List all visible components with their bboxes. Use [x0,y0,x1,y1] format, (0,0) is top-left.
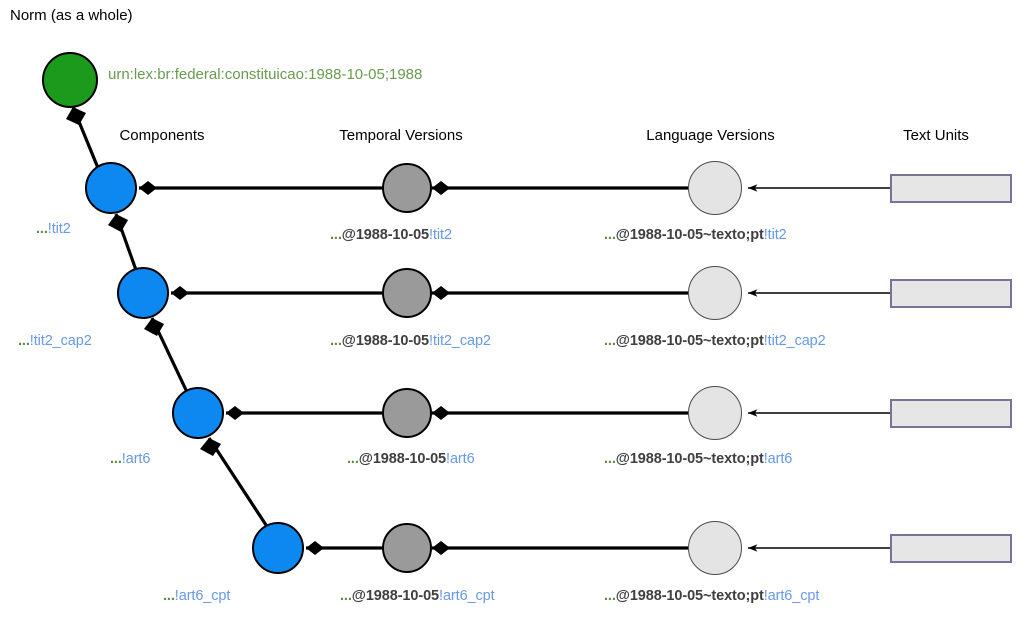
label-suffix: !art6_cpt [763,588,820,604]
label-temporal-tit2-cap2: ...@1988-10-05!tit2_cap2 [330,334,491,349]
label-mid: @1988-10-05 [341,227,430,243]
column-header-components: Components [119,127,205,144]
label-suffix: !art6 [763,451,793,467]
label-component-art6-cpt: ...!art6_cpt [163,589,230,604]
label-ellipsis: ... [604,588,616,604]
label-ellipsis: ... [110,451,122,467]
label-mid: @1988-10-05~texto;pt [615,333,764,349]
label-ellipsis: ... [163,588,175,604]
label-suffix: !art6 [446,451,475,467]
column-header-temporal-versions: Temporal Versions [339,127,463,144]
label-temporal-tit2: ...@1988-10-05!tit2 [330,228,452,243]
label-mid: @1988-10-05 [341,333,430,349]
label-language-tit2-cap2: ...@1988-10-05~texto;pt!tit2_cap2 [604,334,826,349]
label-temporal-art6-cpt: ...@1988-10-05!art6_cpt [340,589,495,604]
label-ellipsis: ... [330,333,342,349]
label-ellipsis: ... [604,451,616,467]
label-suffix: !tit2_cap2 [429,333,491,349]
label-ellipsis: ... [330,227,342,243]
section-title: Norm (as a whole) [10,7,133,24]
label-suffix: !tit2 [763,227,787,243]
node-component-tit2[interactable] [85,162,137,214]
node-temporal-tit2[interactable] [382,163,432,213]
label-mid: @1988-10-05~texto;pt [615,588,764,604]
node-text-unit-art6[interactable] [890,399,1012,428]
row-edges-tit2-cap2 [171,286,890,300]
node-component-art6[interactable] [172,387,224,439]
node-temporal-art6-cpt[interactable] [382,523,432,573]
node-component-tit2-cap2[interactable] [117,267,169,319]
column-header-language-versions: Language Versions [646,127,775,144]
node-language-tit2-cap2[interactable] [688,266,742,320]
node-text-unit-tit2-cap2[interactable] [890,279,1012,308]
row-edges-tit2 [139,181,890,195]
label-ellipsis: ... [18,333,30,349]
label-suffix: !tit2_cap2 [763,333,826,349]
label-suffix: !art6_cpt [439,588,495,604]
label-temporal-art6: ...@1988-10-05!art6 [347,452,475,467]
label-ellipsis: ... [347,451,359,467]
label-suffix: !art6_cpt [174,588,231,604]
node-temporal-art6[interactable] [382,388,432,438]
node-text-unit-tit2[interactable] [890,174,1012,203]
node-root-norm[interactable] [42,52,98,108]
label-language-art6: ...@1988-10-05~texto;pt!art6 [604,452,792,467]
label-suffix: !tit2 [47,221,71,237]
label-language-art6-cpt: ...@1988-10-05~texto;pt!art6_cpt [604,589,819,604]
label-ellipsis: ... [604,227,616,243]
label-ellipsis: ... [604,333,616,349]
label-mid: @1988-10-05 [358,451,447,467]
root-urn-label: urn:lex:br:federal:constituicao:1988-10-… [108,66,423,83]
row-edges-art6 [226,406,890,420]
label-mid: @1988-10-05 [351,588,440,604]
label-suffix: !tit2 [429,227,452,243]
label-ellipsis: ... [340,588,352,604]
label-language-tit2: ...@1988-10-05~texto;pt!tit2 [604,228,787,243]
node-language-art6[interactable] [688,386,742,440]
node-text-unit-art6-cpt[interactable] [890,534,1012,563]
label-component-tit2-cap2: ...!tit2_cap2 [18,334,92,349]
node-language-art6-cpt[interactable] [688,521,742,575]
label-suffix: !art6 [121,451,151,467]
node-temporal-tit2-cap2[interactable] [382,268,432,318]
label-mid: @1988-10-05~texto;pt [615,451,764,467]
node-component-art6-cpt[interactable] [252,522,304,574]
label-component-tit2: ...!tit2 [36,222,71,237]
label-suffix: !tit2_cap2 [29,333,92,349]
label-ellipsis: ... [36,221,48,237]
node-language-tit2[interactable] [688,161,742,215]
label-component-art6: ...!art6 [110,452,150,467]
column-header-text-units: Text Units [903,127,969,144]
label-mid: @1988-10-05~texto;pt [615,227,764,243]
